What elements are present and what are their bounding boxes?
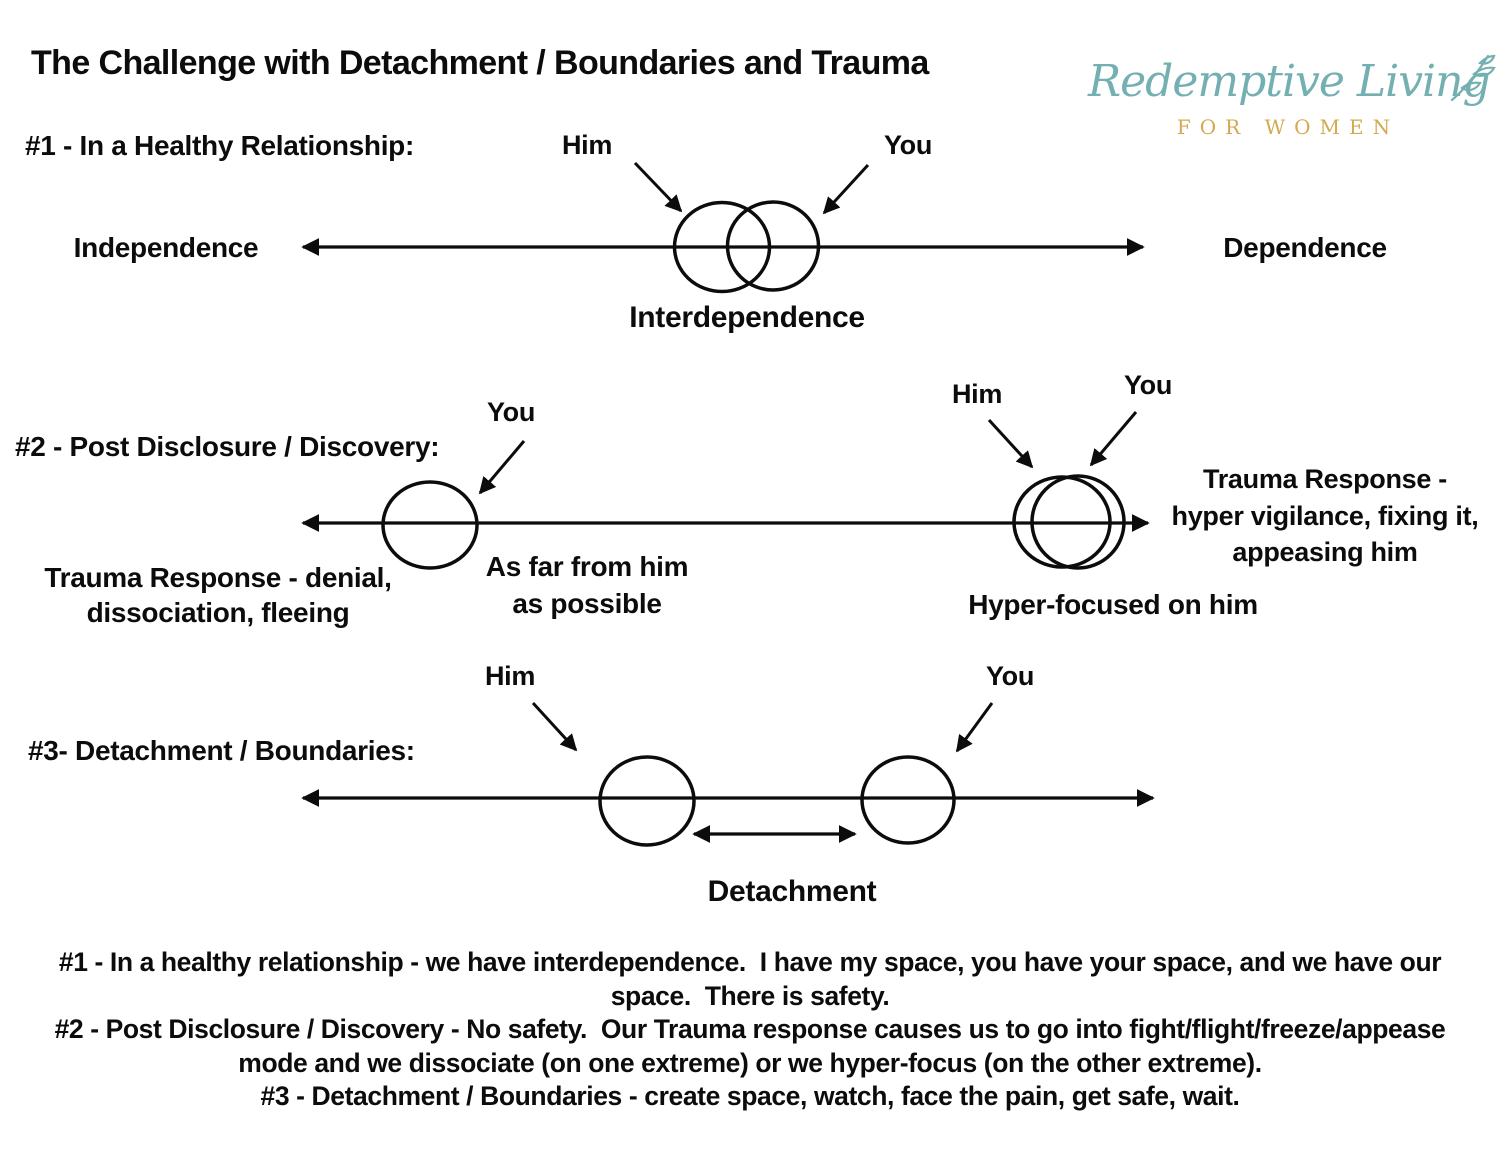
far-from-him-line1: As far from him [485,551,689,582]
trauma-response-left-caption: Trauma Response - denial, dissociation, … [44,560,392,630]
trauma-left-line1: Trauma Response - denial, [44,562,392,593]
section2-you-left-label: You [486,397,536,427]
interdependence-label: Interdependence [629,301,865,334]
section1-header: #1 - In a Healthy Relationship: [25,130,415,161]
brand-logo: Redemptive Living FOR WOMEN [1088,54,1496,139]
section1-you-label: You [883,130,933,160]
trauma-right-line1: Trauma Response - [1203,464,1447,494]
section3-you-label: You [985,661,1035,691]
section2-you-right-label: You [1123,370,1173,400]
summary-p1-line1: #1 - In a healthy relationship - we have… [58,947,1442,977]
him-pointer-arrow-disclosure [987,418,1034,469]
him-circle-detachment [598,755,696,847]
him-pointer-arrow-detachment [531,701,578,752]
brand-name: Redemptive Living [1088,56,1491,107]
hyper-focused-caption: Hyper-focused on him [968,589,1258,620]
page-title: The Challenge with Detachment / Boundari… [31,44,929,82]
section1-him-label: Him [561,130,613,160]
you-pointer-arrow-healthy [822,163,870,215]
section2-header: #2 - Post Disclosure / Discovery: [15,431,440,462]
trauma-right-line3: appeasing him [1232,537,1418,567]
summary-text: #1 - In a healthy relationship - we have… [0,946,1500,1114]
you-pointer-arrow-disclosure-left [478,440,526,495]
brand-tagline: FOR WOMEN [1176,115,1400,139]
him-pointer-arrow-healthy [633,161,683,213]
trauma-right-line2: hyper vigilance, fixing it, [1171,500,1479,531]
you-circle-detachment [860,755,956,845]
detachment-label: Detachment [707,875,877,908]
trauma-left-line2: dissociation, fleeing [86,597,350,628]
summary-p2-line1: #2 - Post Disclosure / Discovery - No sa… [54,1014,1446,1044]
independence-label: Independence [73,232,259,263]
summary-p1-line2: space. There is safety. [610,980,890,1011]
you-circle-disclosure [1030,474,1126,570]
leaf-icon [1450,54,1496,102]
him-circle-healthy [672,200,772,294]
section3-header: #3- Detachment / Boundaries: [28,735,415,766]
summary-p3: #3 - Detachment / Boundaries - create sp… [260,1081,1240,1111]
section2-him-label: Him [951,379,1003,409]
you-pointer-arrow-disclosure-right [1089,411,1138,467]
far-from-him-caption: As far from him as possible [485,548,689,622]
you-circle-disclosure-left [381,480,479,570]
trauma-response-right-caption: Trauma Response - hyper vigilance, fixin… [1172,461,1479,571]
dependence-label: Dependence [1223,232,1387,263]
section3-him-label: Him [484,661,536,691]
you-pointer-arrow-detachment [955,702,994,753]
him-circle-disclosure [1012,475,1112,569]
summary-p2-line2: mode and we dissociate (on one extreme) … [238,1047,1262,1078]
you-circle-healthy [725,200,821,292]
far-from-him-line2: as possible [512,588,662,619]
